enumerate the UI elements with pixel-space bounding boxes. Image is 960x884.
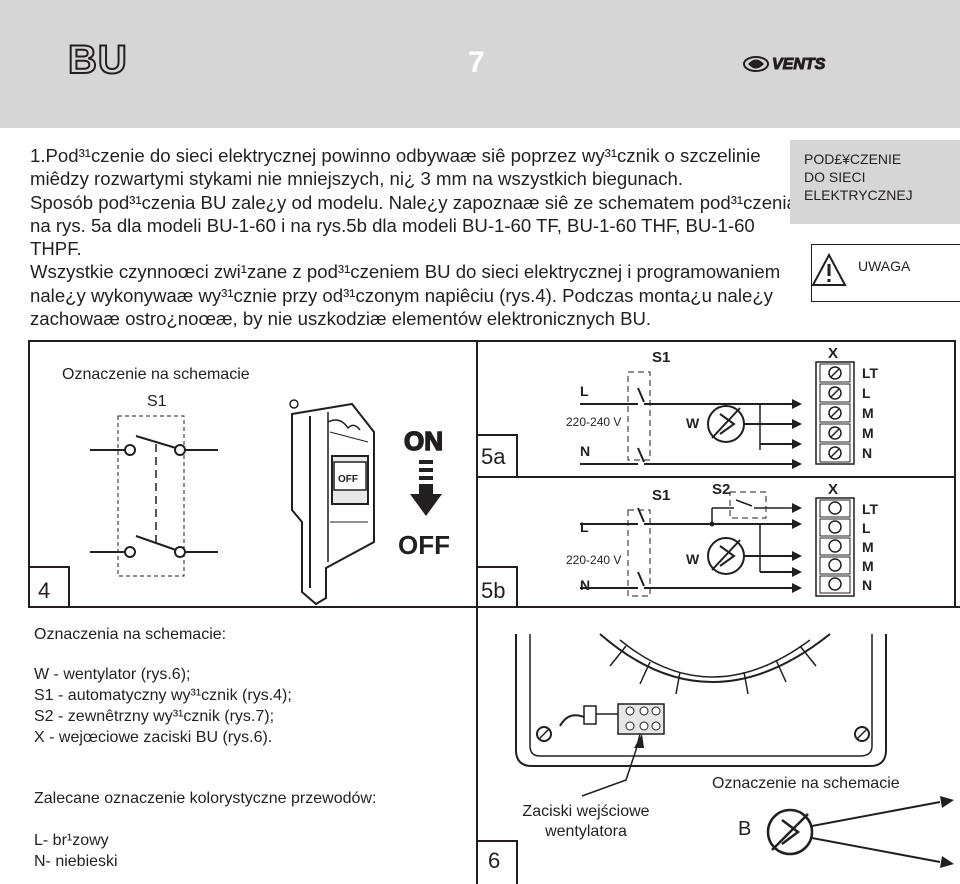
section-label-line: DO SIECI [804,169,866,185]
color-legend-list: L- br¹zowy N- niebieski [34,830,118,872]
legend-item: S1 - automatyczny wy³¹cznik (rys.4); [34,687,292,704]
intro-line: na rys. 5a dla modeli BU-1-60 i na rys.5… [30,214,755,236]
color-legend-item: N- niebieski [34,853,118,870]
warning-icon [811,252,847,286]
terminal-m-label: M [862,405,874,421]
breaker-off-text: OFF [338,474,358,485]
legend-title: Oznaczenia na schemacie: [34,626,227,643]
terminal-x-label: X [828,345,838,362]
neutral-n-label: N [580,577,590,593]
figure-6-number: 6 [488,848,501,873]
line-l-label: L [580,519,589,535]
neutral-n-label: N [580,443,590,459]
section-label: POD£¥CZENIE DO SIECI ELEKTRYCZNEJ [804,150,913,204]
on-off-arrow: ON OFF [398,425,450,560]
fan-w-label: W [686,415,700,431]
fan-w-label: W [686,551,700,567]
intro-line: zachowaæ ostro¿noœæ, by nie uszkodziæ el… [30,308,652,330]
intro-text: 1.Pod³¹czenie do sieci elektrycznej powi… [30,144,830,330]
figure-5a-number: 5a [481,444,506,469]
terminal-lt-label: LT [862,501,879,517]
figure-4-number: 4 [38,578,51,603]
voltage-label: 220-240 V [566,553,621,567]
intro-line: Wszystkie czynnoœci zwi¹zane z pod³¹czen… [30,261,781,283]
figure-4-title: Oznaczenie na schemacie [62,366,250,383]
brand-name: VENTS [772,56,826,73]
section-label-box: POD£¥CZENIE DO SIECI ELEKTRYCZNEJ [790,140,960,224]
fan-terminal-illustration [515,633,887,797]
intro-line: 1.Pod³¹czenie do sieci elektrycznej powi… [30,145,761,166]
s2-label: S2 [712,481,730,498]
intro-line: miêdzy rozwartymi stykami nie mniejszych… [30,168,684,190]
legend-item: S2 - zewnêtrzny wy³¹cznik (rys.7); [34,708,275,725]
circuit-breaker-illustration: OFF [289,399,375,606]
line-l-label: L [580,383,589,399]
terminal-n-label: N [862,577,872,593]
page-number: 7 [468,46,485,79]
terminal-x-label: X [828,481,838,498]
terminal-caption: Zaciski wejściowe wentylatora [514,802,658,842]
warning-label: UWAGA [858,258,911,274]
intro-line: Sposób pod³¹czenia BU zale¿y od modelu. … [30,191,797,213]
figure-5b-number: 5b [481,578,506,603]
terminal-lt-label: LT [862,365,879,381]
terminal-block-5a [819,363,851,463]
off-label: OFF [398,530,450,560]
figure-6-box [476,606,960,884]
section-label-line: ELEKTRYCZNEJ [804,187,913,203]
vents-logo: VENTS [743,56,826,74]
wiring-diagram-5b: S1 S2 L 220-240 V N W X LT L M M N [566,481,879,597]
page-header: BU 7 VENTS [0,0,960,128]
color-legend-item: L- br¹zowy [34,832,109,849]
intro-line: THPF. [30,238,82,260]
intro-line: nale¿y wykonywaæ wy³¹cznie przy od³¹czon… [30,284,773,306]
terminal-m-label: M [862,558,874,574]
terminal-l-label: L [862,520,871,536]
legend-item: X - wejœciowe zaciski BU (rys.6). [34,729,273,746]
s1-label: S1 [652,349,670,366]
fan-symbol-b [766,796,954,868]
legend-list: W - wentylator (rys.6); S1 - automatyczn… [34,664,292,748]
color-legend-title: Zalecane oznaczenie kolorystyczne przewo… [34,790,377,807]
terminal-m-label: M [862,539,874,555]
switch-s1-label: S1 [147,393,167,410]
terminal-caption-line: Zaciski wejściowe [522,803,650,820]
terminal-m-label: M [862,425,874,441]
on-label: ON [404,426,443,456]
terminal-l-label: L [862,385,871,401]
section-label-line: POD£¥CZENIE [804,151,902,167]
terminal-block-5b [819,499,851,594]
terminal-caption-line: wentylatora [545,823,627,840]
scheme-caption: Oznaczenie na schemacie [712,775,900,792]
model-logo: BU [67,37,128,83]
voltage-label: 220-240 V [566,415,621,429]
wiring-diagram-5a: S1 L 220-240 V N W X LT L M M N [566,345,879,469]
fan-b-label: B [738,818,752,840]
switch-s1-schematic [90,415,218,577]
s1-label: S1 [652,487,670,504]
legend-item: W - wentylator (rys.6); [34,666,191,683]
figure-6-number-box [476,840,518,884]
figure-4-number-box [28,566,70,608]
terminal-n-label: N [862,445,872,461]
